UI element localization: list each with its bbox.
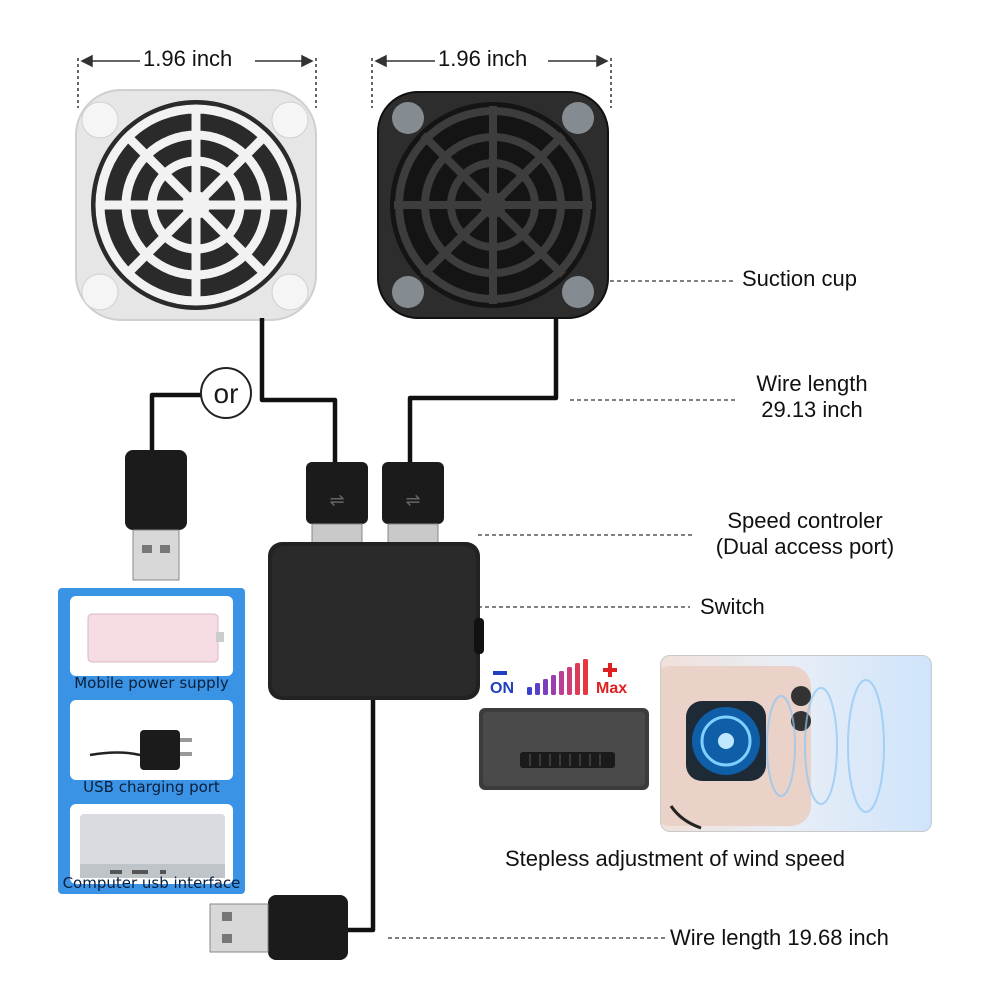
wind-speed-caption: Stepless adjustment of wind speed: [505, 846, 845, 871]
wall-charger-card: [70, 700, 233, 780]
speed-on-label: ON: [490, 680, 514, 697]
wire-length-label: Wire length 29.13 inch: [722, 371, 902, 423]
black-fan-image: [377, 91, 609, 319]
wire-length-line1: Wire length: [756, 371, 868, 396]
usb-plug-left: ⇌: [306, 462, 368, 549]
laptop-card: [70, 804, 233, 884]
power-option-caption-3: Computer usb interface: [62, 874, 241, 892]
speed-bar: [543, 679, 548, 695]
usb-plug-right: ⇌: [382, 462, 444, 549]
svg-text:⇌: ⇌: [405, 490, 420, 511]
speed-bar: [527, 687, 532, 695]
speed-bars: [527, 659, 588, 695]
speed-controller-line1: Speed controler: [727, 508, 883, 533]
white-fan-width-label: 1.96 inch: [143, 46, 233, 71]
speed-bar: [559, 671, 564, 695]
white-fan-dimension: [77, 54, 317, 108]
callout-leaders: [388, 280, 735, 939]
white-fan-image: [75, 89, 317, 321]
speed-bar: [567, 667, 572, 695]
speed-bar: [535, 683, 540, 695]
plus-sign: [603, 663, 617, 677]
power-options-panel: Mobile power supply USB charging port Co…: [58, 588, 245, 894]
speed-bar: [583, 659, 588, 695]
usb-wire-length-label: Wire length 19.68 inch: [670, 925, 889, 950]
switch-label: Switch: [700, 594, 765, 619]
svg-text:⇌: ⇌: [329, 490, 344, 511]
wall-charger-icon: [89, 730, 192, 770]
laptop-usb-icon: [80, 814, 225, 878]
or-badge: or: [200, 367, 252, 419]
wind-speed-photo: [660, 655, 932, 832]
speed-bar: [575, 663, 580, 695]
black-fan-dimension: [371, 54, 612, 108]
power-bank-icon: [87, 613, 224, 663]
bottom-usb-plug: [209, 895, 348, 960]
power-option-caption-1: Mobile power supply: [74, 674, 229, 692]
power-option-caption-2: USB charging port: [83, 778, 220, 796]
speed-controller-label: Speed controler (Dual access port): [700, 508, 910, 560]
speed-bar: [551, 675, 556, 695]
phone-with-fan-image: [661, 666, 885, 830]
fan-cables: [149, 318, 559, 933]
minus-sign: [493, 671, 507, 675]
black-fan-width-label: 1.96 inch: [438, 46, 528, 71]
power-bank-card: [70, 596, 233, 676]
suction-cup-label: Suction cup: [742, 266, 857, 291]
wire-length-line2: 29.13 inch: [761, 397, 863, 422]
power-usb-plug-top: [125, 450, 187, 581]
speed-controller-line2: (Dual access port): [715, 534, 895, 559]
speed-indicator: [493, 659, 617, 695]
speed-max-label: Max: [596, 680, 628, 697]
switch-closeup-image: [479, 708, 649, 790]
speed-controller-box: [268, 542, 484, 700]
